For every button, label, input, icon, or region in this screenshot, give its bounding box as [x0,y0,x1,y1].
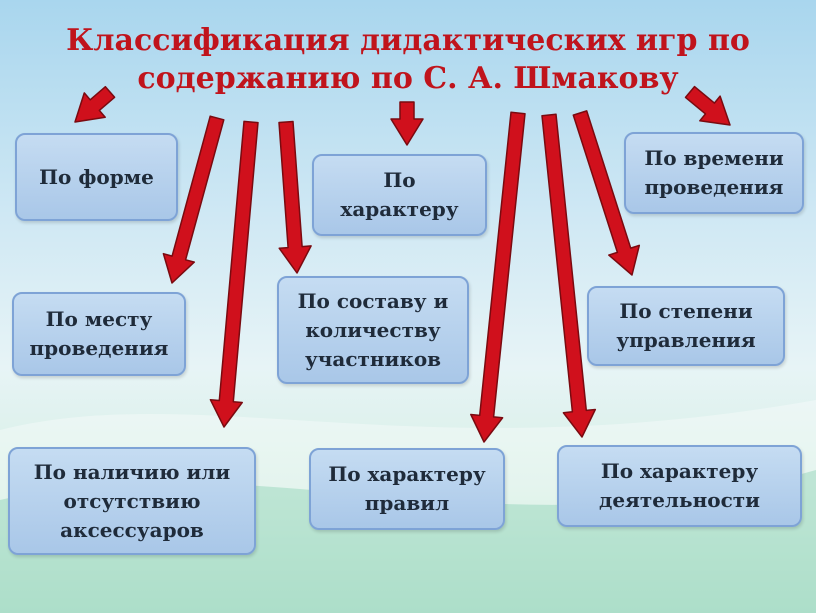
box-place: По месту проведения [12,292,186,376]
arrow-to-rules [470,111,526,443]
arrow-to-place [162,115,225,284]
arrow-to-character [390,101,424,146]
box-participants: По составу и количеству участников [277,276,469,384]
box-time: По времени проведения [624,132,804,214]
arrow-to-time [684,85,731,126]
box-form: По форме [15,133,178,221]
page-title: Классификация дидактических игр по содер… [66,23,750,96]
box-activity: По характеру деятельности [557,445,802,527]
arrow-to-participants [278,120,312,274]
box-management: По степени управления [587,286,785,366]
box-accessories: По наличию или отсутствию аксессуаров [8,447,256,555]
arrow-to-accessories [209,120,259,428]
arrow-to-management [572,110,641,276]
box-rules: По характеру правил [309,448,505,530]
box-character: По характеру [312,154,487,236]
arrow-to-activity [541,113,597,438]
arrow-to-form [74,85,116,123]
arrow-group [74,85,731,443]
